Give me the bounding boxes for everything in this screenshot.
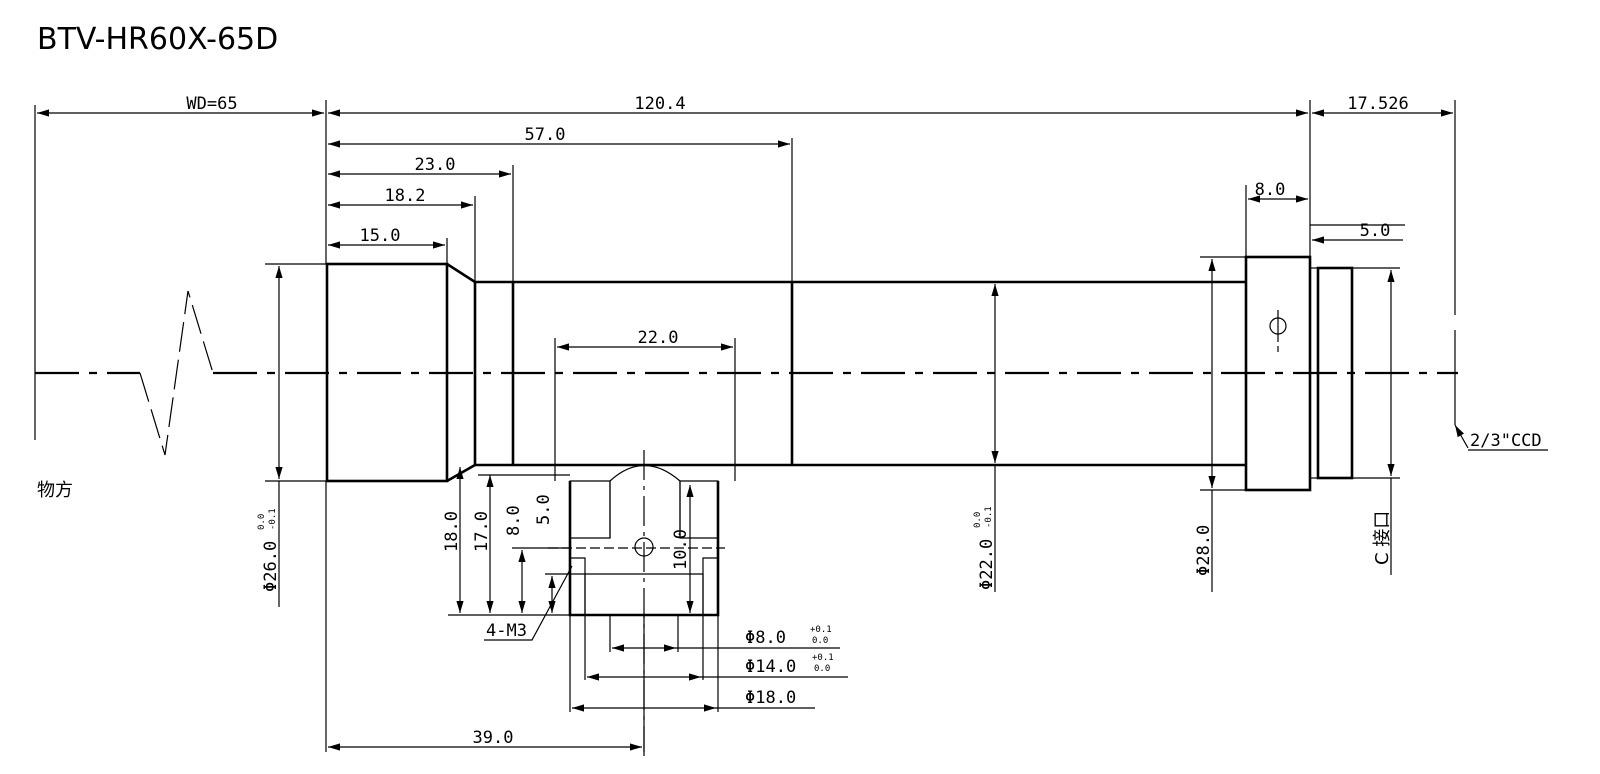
drawing-title: BTV-HR60X-65D bbox=[37, 22, 279, 57]
len-15-dimension: 15.0 bbox=[360, 226, 401, 246]
optical-axis bbox=[34, 105, 1458, 456]
sensor-label: 2/3"CCD bbox=[1470, 431, 1542, 451]
mounting-block bbox=[548, 450, 725, 760]
hole-14-tol-upper: +0.1 bbox=[812, 653, 834, 663]
leaders: 4-M3 2/3"CCD 物方 bbox=[37, 424, 1548, 641]
mount-h-5-dimension: 5.0 bbox=[534, 494, 554, 525]
vertical-dimensions: Φ26.0 0.0 -0.1 Φ22.0 0.0 -0.1 Φ28.0 C 接口… bbox=[257, 259, 1395, 613]
len-57-dimension: 57.0 bbox=[525, 125, 566, 145]
wd-dimension: WD=65 bbox=[186, 94, 237, 114]
len-5-dimension: 5.0 bbox=[1360, 221, 1391, 241]
dia-22-dimension: Φ22.0 bbox=[977, 539, 997, 590]
hole-14-dimension: Φ14.0 bbox=[745, 657, 796, 677]
len-39-dimension: 39.0 bbox=[473, 728, 514, 748]
lens-body bbox=[325, 255, 1354, 492]
screw-symbol-icon bbox=[1269, 310, 1287, 352]
dia-22-tol-lower: -0.1 bbox=[984, 506, 994, 528]
mount-h-18-dimension: 18.0 bbox=[442, 511, 462, 552]
extension-lines bbox=[265, 100, 1456, 752]
horizontal-dimensions: WD=65 120.4 17.526 57.0 23.0 18.2 15.0 2… bbox=[37, 94, 1453, 751]
len-8-dimension: 8.0 bbox=[1255, 180, 1286, 200]
len-18-2-dimension: 18.2 bbox=[385, 186, 426, 206]
hole-8-dimension: Φ8.0 bbox=[745, 628, 786, 648]
dia-26-tol-lower: -0.1 bbox=[268, 508, 278, 530]
dia-28-dimension: Φ28.0 bbox=[1194, 525, 1214, 576]
total-length-dimension: 120.4 bbox=[634, 94, 685, 114]
dia-22-tol-upper: 0.0 bbox=[973, 512, 983, 528]
hole-dimensions: Φ8.0 +0.1 0.0 Φ14.0 +0.1 0.0 Φ18.0 bbox=[572, 625, 848, 712]
dia-26-tol-upper: 0.0 bbox=[257, 514, 267, 530]
hole-8-tol-lower: 0.0 bbox=[812, 636, 828, 646]
object-side-label: 物方 bbox=[37, 480, 73, 501]
hole-8-tol-upper: +0.1 bbox=[810, 625, 832, 635]
mount-h-10-dimension: 10.0 bbox=[671, 529, 691, 570]
back-focal-dimension: 17.526 bbox=[1347, 94, 1408, 114]
dia-26-dimension: Φ26.0 bbox=[261, 541, 281, 592]
mount-h-8-dimension: 8.0 bbox=[504, 505, 524, 536]
len-23-dimension: 23.0 bbox=[415, 155, 456, 175]
thread-label: 4-M3 bbox=[486, 621, 527, 641]
mount-h-17-dimension: 17.0 bbox=[472, 511, 492, 552]
hole-18-dimension: Φ18.0 bbox=[745, 688, 796, 708]
len-22-dimension: 22.0 bbox=[638, 328, 679, 348]
hole-14-tol-lower: 0.0 bbox=[814, 664, 830, 674]
c-mount-label: C 接口 bbox=[1372, 511, 1393, 565]
